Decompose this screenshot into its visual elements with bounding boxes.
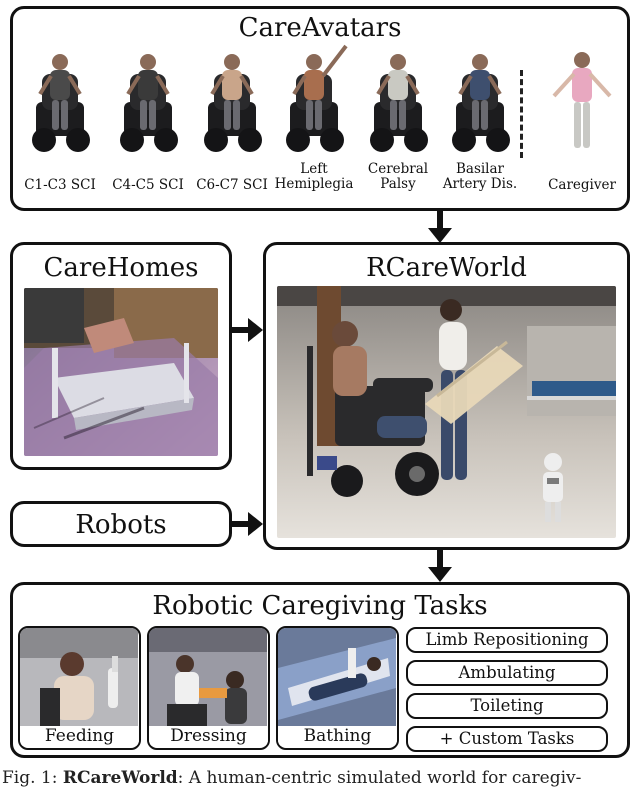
arrow-avatars-to-rcareworld	[426, 210, 454, 244]
task-toileting: Toileting	[406, 693, 608, 719]
task-label-feeding: Feeding	[20, 726, 139, 746]
arrow-robots-to-rcareworld	[232, 510, 264, 538]
avatar-cerebral-palsy: Cerebral Palsy	[360, 44, 436, 194]
rcareworld-image	[277, 286, 616, 538]
avatar-c4-c5-sci: C4-C5 SCI	[110, 44, 186, 194]
figure-caption: Fig. 1: RCareWorld: A human-centric simu…	[2, 768, 640, 788]
tasks-title: Robotic Caregiving Tasks	[13, 591, 627, 621]
avatar-basilar-artery-dis: Basilar Artery Dis.	[442, 44, 518, 194]
avatar-caregiver: Caregiver	[544, 44, 620, 194]
task-label-dressing: Dressing	[149, 726, 268, 746]
avatar-label: C4-C5 SCI	[100, 178, 196, 193]
avatar-separator	[520, 70, 523, 158]
task-limb-repositioning: Limb Repositioning	[406, 627, 608, 653]
avatar-figure	[446, 44, 514, 156]
task-custom-tasks: + Custom Tasks	[406, 726, 608, 752]
avatar-figure	[26, 44, 94, 156]
avatar-figure	[198, 44, 266, 156]
avatar-figure	[364, 44, 432, 156]
robots-panel: Robots	[10, 501, 232, 547]
caption-prefix: Fig. 1:	[2, 768, 63, 788]
avatar-figure	[548, 44, 616, 156]
avatar-label: Caregiver	[534, 178, 630, 193]
robots-title: Robots	[13, 510, 229, 540]
bathing-image	[278, 628, 396, 728]
task-bathing: Bathing	[276, 626, 399, 750]
careavatars-title: CareAvatars	[13, 13, 627, 43]
avatar-left-hemiplegia: Left Hemiplegia	[276, 44, 352, 194]
avatar-label: Basilar Artery Dis.	[432, 162, 528, 192]
task-ambulating: Ambulating	[406, 660, 608, 686]
caption-text: : A human-centric simulated world for ca…	[178, 768, 582, 788]
feeding-image	[20, 628, 138, 728]
avatar-c1-c3-sci: C1-C3 SCI	[22, 44, 98, 194]
avatar-label: C1-C3 SCI	[12, 178, 108, 193]
task-feeding: Feeding	[18, 626, 141, 750]
task-dressing: Dressing	[147, 626, 270, 750]
caption-name: RCareWorld	[63, 768, 178, 788]
arrow-rcareworld-to-tasks	[426, 549, 454, 583]
avatar-figure	[280, 44, 348, 156]
avatar-figure	[114, 44, 182, 156]
task-label-bathing: Bathing	[278, 726, 397, 746]
avatar-label: Left Hemiplegia	[266, 162, 362, 192]
avatar-c6-c7-sci: C6-C7 SCI	[194, 44, 270, 194]
dressing-image	[149, 628, 267, 728]
carehomes-image	[24, 288, 218, 456]
arrow-carehomes-to-rcareworld	[232, 316, 264, 344]
carehomes-title: CareHomes	[13, 253, 229, 283]
rcareworld-title: RCareWorld	[266, 253, 627, 283]
